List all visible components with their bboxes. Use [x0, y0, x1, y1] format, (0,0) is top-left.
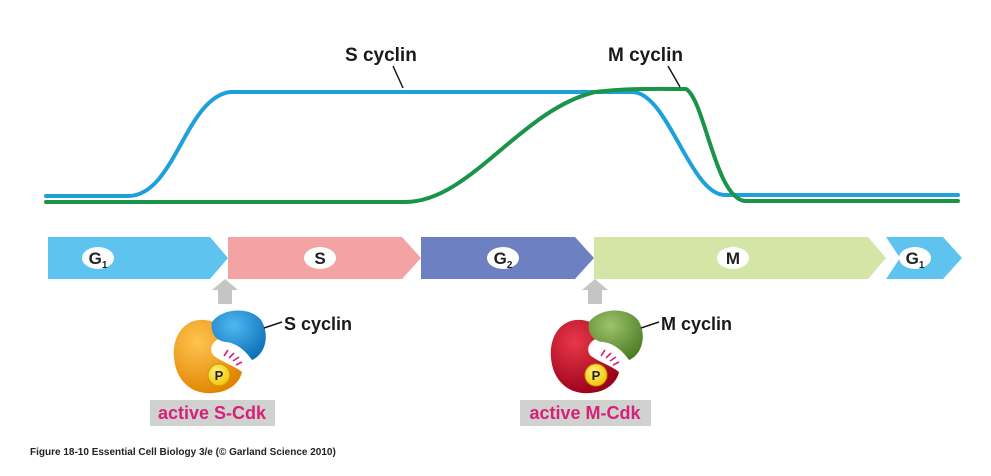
s-cyclin-curve-label-group: S cyclin	[345, 45, 417, 89]
s-cdk-cyclin-leader-line	[263, 321, 283, 329]
phase-arrow-g2: G2	[421, 237, 594, 279]
phase-bar: G1 S G2 M G1	[48, 237, 962, 279]
s-cyclin-curve-label: S cyclin	[345, 45, 417, 66]
m-cdk-up-arrow	[582, 279, 608, 304]
s-cdk-complex: P S cyclin active S-Cdk	[150, 310, 352, 426]
figure-caption: Figure 18-10 Essential Cell Biology 3/e …	[30, 447, 336, 458]
s-cdk-activity-marks	[223, 349, 243, 366]
m-cyclin-curve	[44, 86, 960, 204]
m-cdk-label-box	[520, 400, 651, 426]
phase-arrow-s: S	[228, 237, 421, 279]
m-cyclin-shape	[588, 310, 643, 360]
s-cyclin-leader-line	[392, 65, 404, 89]
s-cdk-cyclin-label: S cyclin	[284, 314, 352, 334]
m-cyclin-curve-label: M cyclin	[608, 45, 683, 66]
phase-label-g1-start: G1	[89, 249, 108, 271]
m-cdk-cyclin-label: M cyclin	[661, 314, 732, 334]
s-cyclin-shape	[211, 310, 266, 360]
phase-label-s: S	[314, 249, 325, 268]
phase-arrow-g1-end: G1	[886, 237, 962, 279]
phase-label-g2: G2	[494, 249, 513, 271]
phase-arrow-g1-start: G1	[48, 237, 228, 279]
s-cyclin-curve	[44, 90, 960, 198]
phase-label-m: M	[726, 249, 740, 268]
m-cdk-cyclin-leader-line	[640, 321, 660, 329]
m-cdk-phosphate-icon	[584, 363, 608, 387]
m-cdk-phosphate-label: P	[592, 368, 601, 383]
m-cdk-complex: P M cyclin active M-Cdk	[520, 310, 732, 426]
phase-arrow-m: M	[594, 237, 886, 279]
m-cdk-activity-marks	[600, 349, 620, 366]
m-cyclin-leader-line	[667, 65, 681, 88]
m-cyclin-curve-label-group: M cyclin	[608, 45, 683, 88]
s-cdk-phosphate-icon	[207, 363, 231, 387]
m-cdk-label: active M-Cdk	[529, 403, 641, 423]
s-cdk-up-arrow	[212, 279, 238, 304]
s-cdk-label-box	[150, 400, 275, 426]
phase-label-g1-end: G1	[906, 249, 925, 271]
s-cdk-label: active S-Cdk	[158, 403, 267, 423]
s-cdk-phosphate-label: P	[215, 368, 224, 383]
